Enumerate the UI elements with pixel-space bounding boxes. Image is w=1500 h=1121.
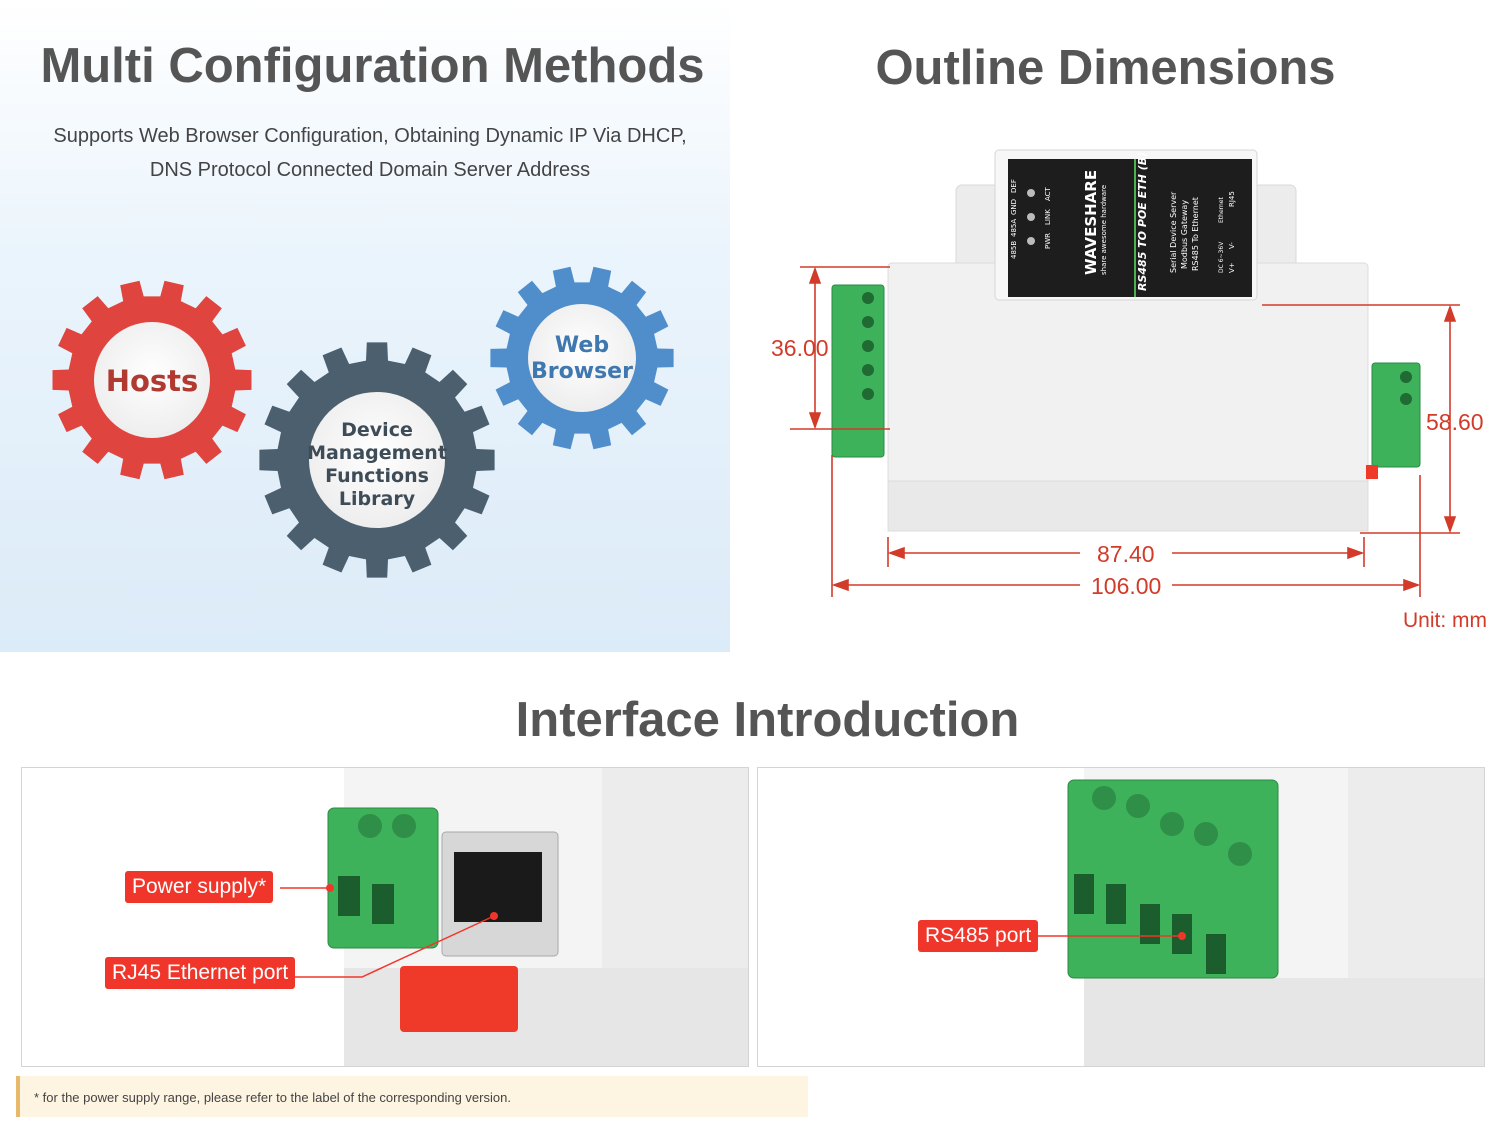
label-pin: 485A <box>1010 219 1018 237</box>
config-subtitle-line-1: Supports Web Browser Configuration, Obta… <box>53 125 687 147</box>
library-label-line: Management <box>307 442 447 464</box>
gear-hub <box>94 322 210 438</box>
label-tagline: share awesome hardware <box>1100 185 1108 275</box>
label-power-pin: Ethernet <box>1218 197 1225 223</box>
label-led: LINK <box>1044 209 1052 225</box>
gears-illustration: Hosts Device Management Functions Librar… <box>52 266 674 578</box>
config-subtitle-line-2: DNS Protocol Connected Domain Server Add… <box>149 159 591 181</box>
rs485-interface-illustration <box>1028 768 1484 1066</box>
power-terminal-block <box>1371 362 1421 468</box>
library-gear-icon <box>259 342 495 578</box>
gear-hub <box>528 304 636 412</box>
label-power-pin: V- <box>1228 242 1236 249</box>
device-outline-drawing: WAVESHARE share awesome hardware RS485 T… <box>790 149 1460 597</box>
label-brand: WAVESHARE <box>1082 170 1100 275</box>
config-subtitle: Supports Web Browser Configuration, Obta… <box>0 119 740 187</box>
library-label-line: Device <box>341 419 413 441</box>
dimension-width-total: 106.00 <box>1091 573 1162 599</box>
label-feature: Modbus Gateway <box>1180 200 1189 269</box>
led-link <box>1027 213 1035 221</box>
config-title: Multi Configuration Methods <box>40 39 705 93</box>
label-power-pin: V+ <box>1228 262 1236 273</box>
label-power-pin: RJ45 <box>1228 191 1236 207</box>
dimension-height-body: 58.60 <box>1426 409 1484 435</box>
led-pwr <box>1027 237 1035 245</box>
hosts-gear-icon <box>52 280 252 480</box>
power-interface-photo: Power supply* RJ45 Ethernet port <box>21 767 749 1067</box>
power-supply-callout: Power supply* <box>125 871 274 903</box>
dimensions-title: Outline Dimensions <box>875 41 1336 95</box>
dimension-height-terminal: 36.00 <box>771 335 829 361</box>
label-pin: DEF <box>1010 179 1018 193</box>
hosts-label: Hosts <box>106 364 199 398</box>
unit-label: Unit: mm <box>1403 609 1487 632</box>
rs485-terminal-block <box>831 284 885 458</box>
din-clip-icon <box>400 966 518 1032</box>
web-browser-gear-icon <box>490 266 674 450</box>
rs485-callout: RS485 port <box>918 920 1039 952</box>
label-power-pin: DC 6~36V <box>1218 241 1225 273</box>
label-led: ACT <box>1044 186 1052 201</box>
din-clip <box>1366 465 1378 479</box>
dimension-width-body: 87.40 <box>1097 541 1155 567</box>
label-led: PWR <box>1044 233 1052 249</box>
label-pin: GND <box>1010 199 1018 215</box>
device-base <box>887 480 1369 532</box>
library-label-line: Functions <box>325 465 429 487</box>
power-interface-illustration <box>280 768 748 1066</box>
label-feature: Serial Device Server <box>1169 191 1178 273</box>
rs485-terminal-icon <box>1067 779 1279 979</box>
label-pin: 485B <box>1010 241 1018 259</box>
web-label-line: Web <box>555 333 609 358</box>
gear-hub <box>309 392 445 528</box>
rj45-callout: RJ45 Ethernet port <box>105 957 296 989</box>
interface-title: Interface Introduction <box>515 693 1020 747</box>
rs485-interface-photo: RS485 port <box>757 767 1485 1067</box>
footnote: * for the power supply range, please ref… <box>16 1076 808 1117</box>
label-feature: RS485 To Ethernet <box>1191 197 1200 271</box>
led-act <box>1027 189 1035 197</box>
web-label-line: Browser <box>531 359 633 384</box>
library-label-line: Library <box>339 488 416 510</box>
device-label-panel <box>1008 159 1252 297</box>
label-model: RS485 TO POE ETH (B) <box>1136 152 1149 291</box>
